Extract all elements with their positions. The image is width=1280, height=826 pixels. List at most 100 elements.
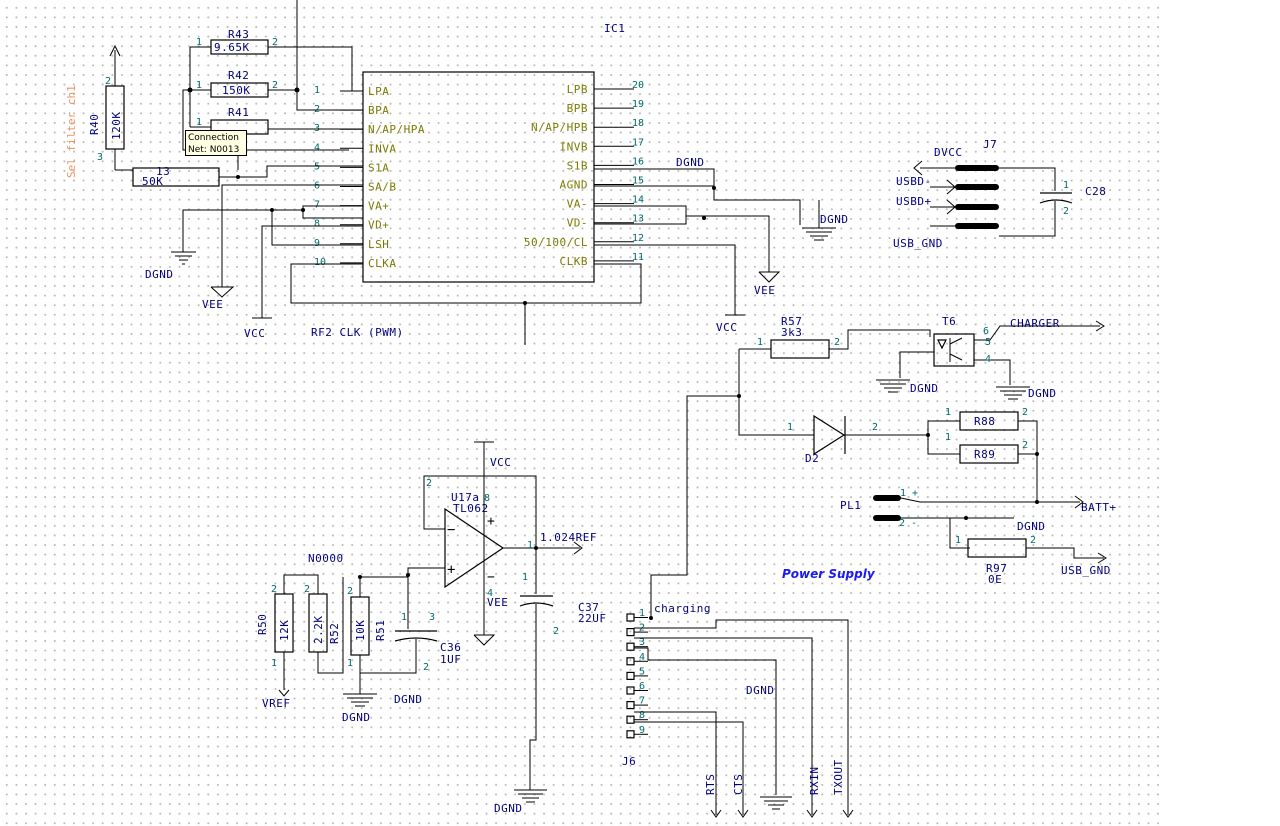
dgnd-label-c37: DGND <box>494 802 523 815</box>
c37-capacitor[interactable]: 12 C37 22UF <box>519 548 607 790</box>
dgnd-label-pl1: DGND <box>1017 520 1046 533</box>
ic1-left-pin-number: 7 <box>314 200 320 211</box>
usb-gnd-label-r97: USB_GND <box>1061 564 1111 577</box>
svg-text:1: 1 <box>527 540 533 551</box>
ic1-right-pin-number: 13 <box>632 214 644 225</box>
ic1-right-pin-name: N/AP/HPB <box>531 121 588 134</box>
r97-value: 0E <box>988 573 1002 586</box>
svg-text:1: 1 <box>787 422 793 433</box>
svg-text:2: 2 <box>347 586 353 597</box>
svg-text:2: 2 <box>1030 535 1036 546</box>
dgnd-label-ic: DGND <box>676 156 705 169</box>
r51-ref: R51 <box>374 620 387 641</box>
vref-label: VREF <box>262 697 291 710</box>
r40-resistor[interactable]: R40 120K 23 <box>88 44 133 171</box>
t6-optocoupler[interactable]: T6 654 CHARGER <box>899 315 1105 385</box>
dvcc-label: DVCC <box>934 146 963 159</box>
r40-value: 120K <box>110 112 123 141</box>
dgnd-ground-r51 <box>343 693 377 707</box>
charger-label: CHARGER <box>1010 317 1060 330</box>
ic1-right-pin-name: 50/100/CL <box>524 236 588 249</box>
svg-text:1: 1 <box>347 658 353 669</box>
j6-pin <box>626 642 635 651</box>
r52-resistor[interactable]: R52 2.2K 2 <box>304 577 344 674</box>
j6-pin-number: 9 <box>639 725 645 736</box>
cts-label: CTS <box>732 774 745 795</box>
u17a-ref: U17a <box>451 491 480 504</box>
dgnd-ground-c37 <box>514 789 547 803</box>
r41-ref: R41 <box>228 106 249 119</box>
ic1-left-pin-name: BPA <box>368 104 389 117</box>
svg-text:2 -: 2 - <box>899 518 917 529</box>
ic1-left-pin-name: N/AP/HPA <box>368 123 425 136</box>
ic1-right-pins: 20LPB19BPB18N/AP/HPB17INVB16S1B15AGND14V… <box>524 80 644 268</box>
svg-text:−: − <box>447 522 456 538</box>
c36-value: 1UF <box>440 653 461 666</box>
svg-text:2: 2 <box>304 584 310 595</box>
ic1-left-pin-number: 10 <box>314 257 326 268</box>
j7-connector[interactable]: J7 DVCC USBD- USBD+ USB_GND <box>893 138 999 250</box>
ic1-right-pin-name: VA- <box>567 198 588 211</box>
svg-text:1: 1 <box>196 80 202 91</box>
dgnd-ground-left <box>171 251 196 265</box>
vcc-label-left: VCC <box>244 327 265 340</box>
j6-pin-number: 7 <box>639 696 645 707</box>
usbd-plus-label: USBD+ <box>896 195 932 208</box>
r51-resistor[interactable]: R51 10K 21 <box>347 577 387 694</box>
j6-pin <box>626 657 635 666</box>
ic1-right-pin-name: VD- <box>567 217 588 230</box>
svg-text:4: 4 <box>487 588 493 599</box>
svg-text:3: 3 <box>97 152 103 163</box>
pl1-ref: PL1 <box>840 499 861 512</box>
usb-gnd-label-j7: USB_GND <box>893 237 943 250</box>
rts-label: RTS <box>704 774 717 795</box>
ic1-left-pin-name: VD+ <box>368 219 389 232</box>
ic1-right-pin-number: 15 <box>632 176 644 187</box>
dgnd-label-j6: DGND <box>746 684 775 697</box>
j6-pin <box>626 715 635 724</box>
ic1-right-pin-number: 11 <box>632 252 644 263</box>
ic1-ref: IC1 <box>604 22 625 35</box>
svg-text:2: 2 <box>272 80 278 91</box>
r41-resistor[interactable]: R41 1 <box>190 106 363 135</box>
pot-50k[interactable]: 50K 13 <box>132 150 363 188</box>
svg-text:2: 2 <box>1022 407 1028 418</box>
u17a-opamp[interactable]: U17a TL062 − + + − <box>444 491 505 589</box>
pl1-connector[interactable]: PL1 1 +2 - BATT+ DGND <box>840 488 1117 549</box>
r50-resistor[interactable]: R50 12K 21 <box>256 584 294 697</box>
c37-ref: C37 <box>578 601 599 614</box>
r57-value: 3k3 <box>781 326 802 339</box>
svg-text:2: 2 <box>105 76 111 87</box>
svg-text:2: 2 <box>1022 440 1028 451</box>
n0000-label: N0000 <box>308 552 344 565</box>
power-supply-annotation: Power Supply <box>782 567 876 581</box>
ic1-right-pin-name: S1B <box>567 159 588 172</box>
dgnd-ground-ic <box>802 227 836 241</box>
svg-text:1: 1 <box>757 337 763 348</box>
r43-ref: R43 <box>228 28 249 41</box>
r89-resistor[interactable]: R89 12 <box>945 432 1028 464</box>
svg-text:6: 6 <box>983 326 989 337</box>
r52-value: 2.2K <box>312 616 325 645</box>
usbd-minus-label: USBD- <box>896 175 932 188</box>
dgnd-ground-t6a <box>876 379 910 393</box>
vee-label-right: VEE <box>754 284 775 297</box>
j6-pin <box>626 671 635 681</box>
svg-text:1: 1 <box>196 117 202 128</box>
c28-capacitor[interactable]: C28 12 <box>999 167 1106 237</box>
ic1-right-pin-name: INVB <box>560 140 589 153</box>
svg-text:5: 5 <box>985 337 991 348</box>
svg-text:1: 1 <box>271 658 277 669</box>
ic1-right-pin-number: 14 <box>632 195 644 206</box>
